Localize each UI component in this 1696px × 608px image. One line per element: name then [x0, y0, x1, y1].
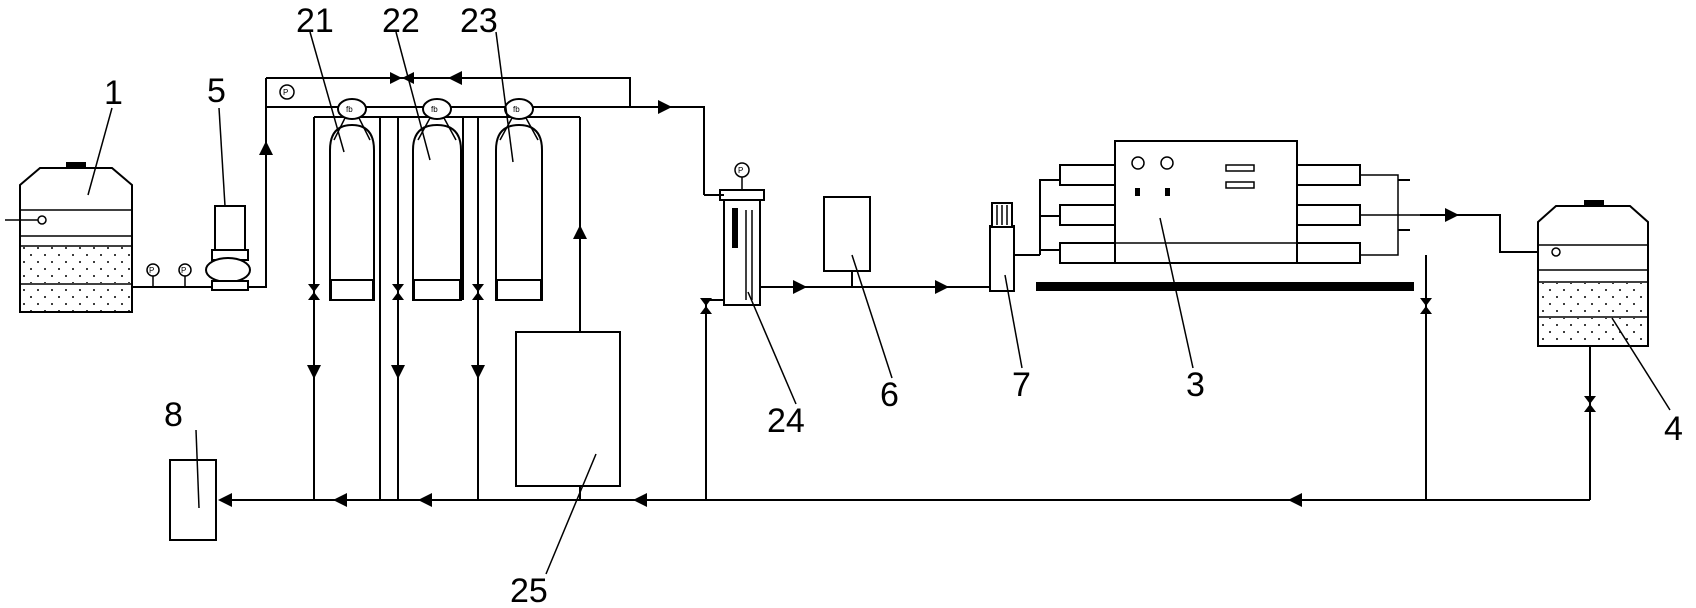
raw-water-tank: [5, 162, 133, 313]
svg-text:P: P: [283, 88, 288, 97]
high-pressure-pump: [989, 202, 1015, 292]
valve-symbol-21: fb: [346, 105, 353, 114]
label-cartridge-filter: 24: [767, 402, 805, 440]
cartridge-filter: P: [719, 162, 765, 306]
feed-pump: [205, 205, 251, 291]
label-dosing-box: 6: [880, 376, 899, 414]
dosing-box: [823, 196, 871, 272]
ro-unit: [1036, 140, 1420, 291]
filter-23: [495, 98, 543, 301]
label-filter-23: 23: [460, 2, 498, 40]
gauge-symbol-a: P: [149, 266, 154, 275]
filter-21: [329, 98, 375, 301]
brine-box: [515, 331, 621, 487]
label-raw-tank: 1: [104, 74, 123, 112]
label-pump: 5: [207, 72, 226, 110]
gauge-symbol-b: P: [181, 266, 186, 275]
drain-tank: [169, 459, 217, 541]
valve-symbol-22: fb: [431, 105, 438, 114]
label-hp-pump: 7: [1012, 366, 1031, 404]
suction-gauges: [146, 263, 192, 287]
product-water-tank: [1537, 200, 1649, 347]
filter-22: [412, 98, 462, 301]
label-drain-tank: 8: [164, 396, 183, 434]
label-product-tank: 4: [1664, 410, 1683, 448]
label-ro-unit: 3: [1186, 366, 1205, 404]
valve-symbol-23: fb: [513, 105, 520, 114]
label-brine-box: 25: [510, 572, 548, 608]
gauge-symbol-24: P: [738, 166, 743, 175]
leader-lines: [87, 31, 1671, 575]
label-filter-22: 22: [382, 2, 420, 40]
label-filter-21: 21: [296, 2, 334, 40]
